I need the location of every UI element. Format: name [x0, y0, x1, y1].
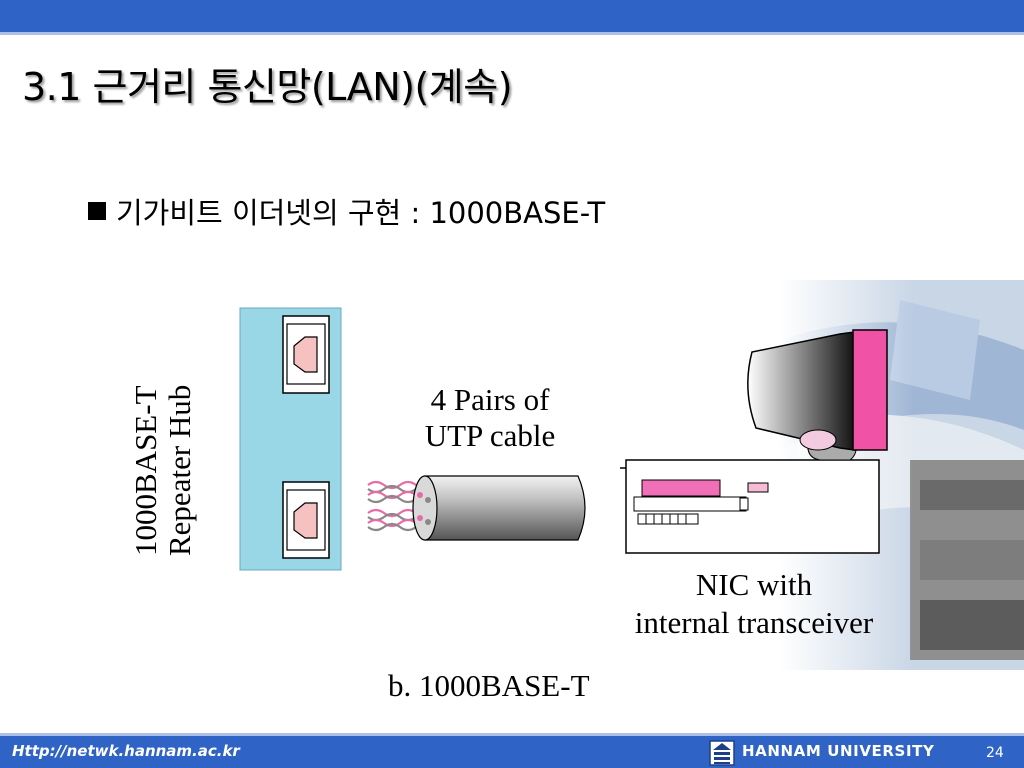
bullet-item: 기가비트 이더넷의 구현 : 1000BASE-T — [88, 190, 605, 232]
utp-cable — [417, 475, 586, 541]
cable-label-line2: UTP cable — [424, 418, 556, 453]
nic-label-line2: internal transceiver — [634, 605, 874, 640]
header-divider — [0, 32, 1024, 35]
square-bullet-icon — [88, 202, 106, 220]
university-logo-icon — [709, 740, 735, 766]
header-bar — [0, 0, 1024, 32]
figure-caption: b. 1000BASE-T — [388, 668, 590, 703]
cable-label-line1: 4 Pairs of — [430, 382, 550, 417]
bullet-text: 기가비트 이더넷의 구현 : 1000BASE-T — [116, 196, 606, 230]
footer-bar — [0, 736, 1024, 768]
footer-university-name: HANNAM UNIVERSITY — [742, 742, 935, 760]
nic-label: NIC with internal transceiver — [596, 566, 912, 642]
cable-label: 4 Pairs of UTP cable — [400, 382, 580, 454]
footer-divider — [0, 733, 1024, 736]
footer-url-link[interactable]: Http://netwk.hannam.ac.kr — [12, 742, 240, 760]
hub-port-bottom — [282, 481, 330, 559]
hub-port-top — [282, 315, 330, 394]
nic-card — [641, 479, 721, 497]
monitor — [747, 329, 888, 461]
page-number: 24 — [986, 745, 1004, 761]
network-diagram — [239, 307, 888, 571]
slide-title: 3.1 근거리 통신망(LAN)(계속) — [22, 65, 513, 109]
nic-label-line1: NIC with — [695, 567, 813, 602]
hub-label-line1: 1000BASE-T — [128, 385, 163, 557]
hub-label: 1000BASE-T Repeater Hub — [128, 296, 197, 557]
hub-label-line2: Repeater Hub — [162, 384, 197, 556]
